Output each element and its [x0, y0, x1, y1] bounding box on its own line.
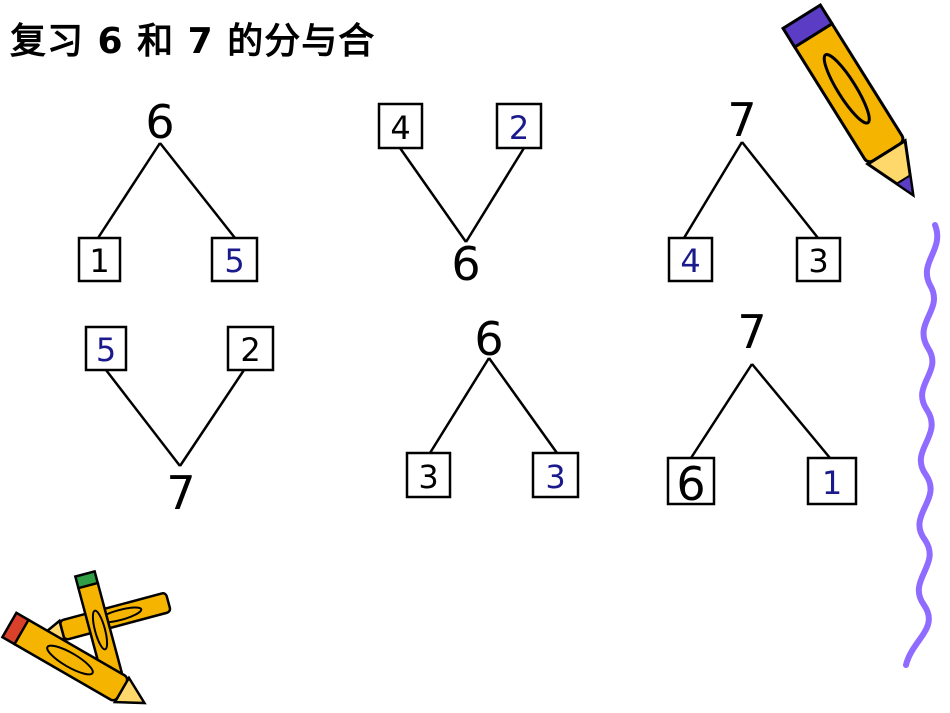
- whole-number: 6: [474, 312, 503, 366]
- part-box-left: 6: [676, 457, 705, 511]
- number-bond-7-split-6-1: 7 6 1: [666, 305, 858, 511]
- part-box-left: 5: [96, 331, 116, 369]
- number-bond-7-combine-5-2: 5 2 7: [84, 325, 275, 520]
- part-box-left: 3: [418, 458, 438, 496]
- number-bond-6-split-3-3: 6 3 3: [405, 312, 580, 499]
- crossed-pencils-icon: [0, 569, 172, 705]
- part-box-right: 3: [545, 458, 565, 496]
- part-box-right: 5: [224, 242, 244, 280]
- pencil-icon: [780, 2, 915, 198]
- part-box-right: 1: [822, 464, 842, 502]
- whole-number: 7: [737, 305, 766, 359]
- part-box-right: 2: [240, 331, 260, 369]
- whole-number: 7: [166, 466, 195, 520]
- number-bond-6-split-1-5: 6 1 5: [77, 95, 259, 283]
- number-bond-6-combine-4-2: 4 2 6: [377, 102, 543, 291]
- number-bond-7-split-4-3: 7 4 3: [667, 93, 842, 283]
- squiggle-line: [903, 222, 941, 668]
- part-box-left: 4: [390, 109, 410, 147]
- whole-number: 6: [451, 237, 480, 291]
- part-box-right: 3: [808, 242, 828, 280]
- whole-number: 7: [727, 93, 756, 147]
- whole-number: 6: [145, 95, 174, 149]
- page-title: 复习 6 和 7 的分与合: [10, 21, 376, 62]
- part-box-left: 1: [89, 242, 109, 280]
- part-box-left: 4: [680, 242, 700, 280]
- part-box-right: 2: [509, 109, 529, 147]
